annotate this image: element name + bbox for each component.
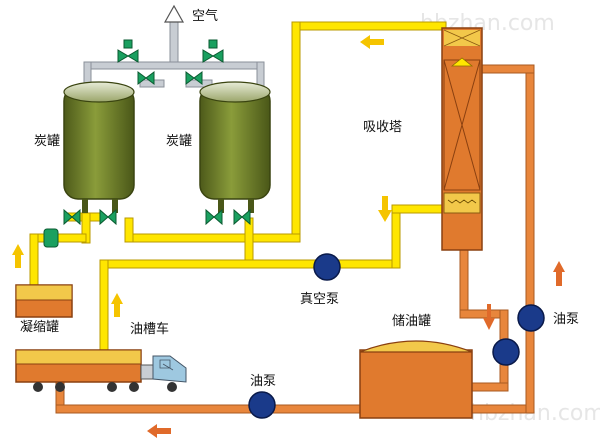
oil-pump-right	[517, 304, 545, 332]
vacuum-pump	[313, 253, 341, 281]
oil-pump-bottom	[248, 391, 276, 419]
air-label: 空气	[192, 8, 218, 24]
carbon-tank-right-label: 炭罐	[166, 134, 192, 149]
oil-pump-right-label: 油泵	[553, 312, 579, 327]
carbon-tank-right	[199, 81, 271, 213]
arrow-down-icon	[483, 304, 495, 330]
carbon-tank-left-label: 炭罐	[34, 134, 60, 149]
absorption-tower-label: 吸收塔	[363, 120, 402, 135]
condensing-tank	[15, 284, 73, 318]
arrow-up-icon	[163, 4, 185, 23]
condensing-tank-label: 凝缩罐	[20, 319, 59, 335]
arrow-left-icon	[147, 424, 171, 438]
carbon-tank-left	[63, 81, 135, 213]
air-vent-pipes	[83, 19, 265, 89]
arrow-up-icon	[553, 261, 565, 286]
oil-truck-label: 油槽车	[130, 321, 169, 337]
arrow-left-icon	[360, 35, 384, 49]
gas-pipes	[29, 21, 447, 351]
oil-storage-tank-label: 储油罐	[392, 314, 431, 329]
oil-pump-mid	[492, 338, 520, 366]
oil-pump-bottom-label: 油泵	[250, 374, 276, 389]
valve-icon	[43, 39, 251, 248]
oil-storage-tank	[359, 340, 473, 419]
absorption-tower	[441, 27, 483, 251]
arrow-up-icon	[12, 244, 123, 317]
oil-truck	[15, 349, 187, 392]
arrow-down-icon	[378, 196, 392, 222]
vacuum-pump-label: 真空泵	[300, 292, 339, 307]
